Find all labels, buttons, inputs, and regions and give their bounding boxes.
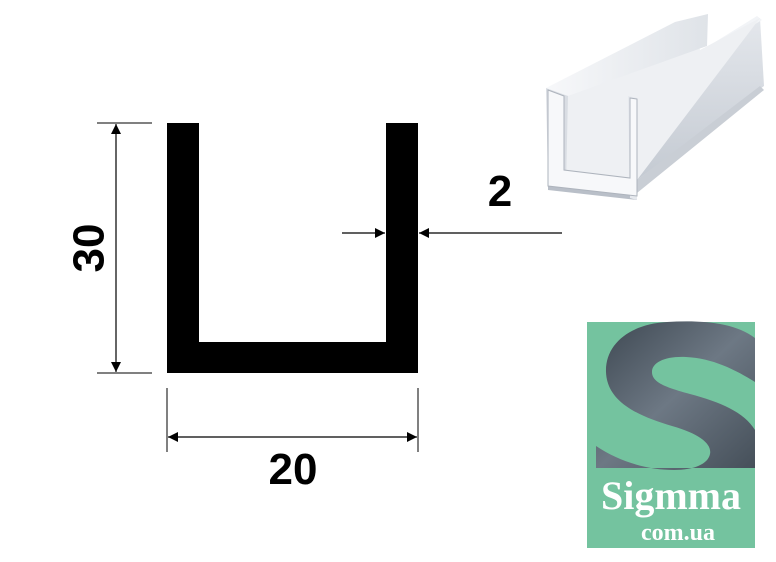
- width-dimension: 20: [166, 388, 419, 494]
- sigmma-logo: Sigmma com.ua: [587, 321, 755, 548]
- u-channel-3d-image: [546, 14, 764, 200]
- u-profile-section: [167, 123, 418, 373]
- width-label: 20: [269, 445, 318, 494]
- logo-name: Sigmma: [601, 473, 741, 518]
- height-label: 30: [65, 224, 114, 273]
- logo-domain: com.ua: [641, 520, 715, 546]
- thickness-dimension: 2: [342, 167, 562, 238]
- thickness-label: 2: [488, 167, 512, 216]
- logo-letter-s-icon: [596, 321, 755, 470]
- height-dimension: 30: [65, 122, 152, 374]
